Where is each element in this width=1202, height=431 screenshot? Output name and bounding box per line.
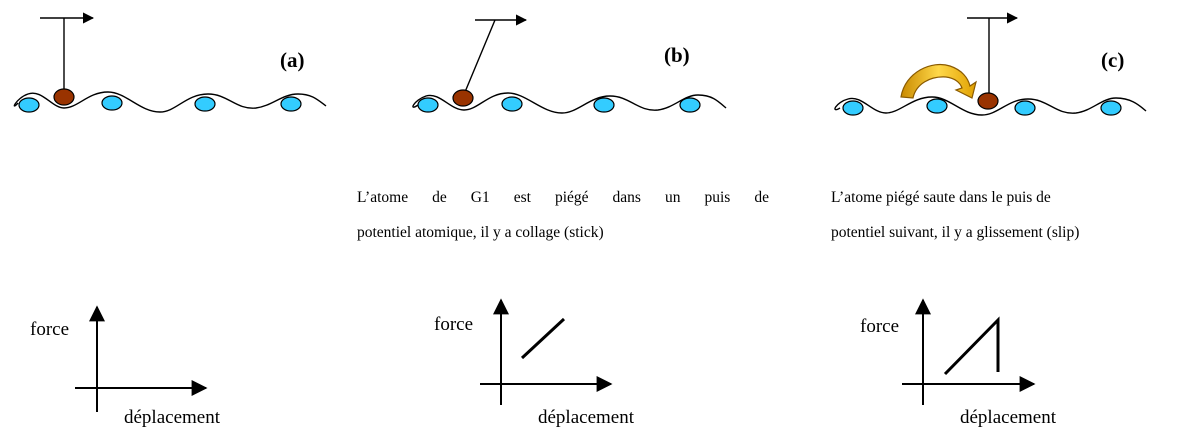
surface-atom	[927, 99, 947, 113]
surface-atom	[843, 101, 863, 115]
caption-line: potentiel atomique, il y a collage (stic…	[357, 215, 769, 250]
force-displacement-graph-b: force déplacement	[434, 300, 635, 428]
y-axis-label: force	[30, 319, 69, 340]
tip-atom	[54, 89, 74, 105]
caption-c: L’atome piégé saute dans le puis de pote…	[831, 180, 1201, 250]
jump-arrow-icon	[901, 64, 976, 98]
tip-atom	[453, 90, 473, 106]
panel-label: (b)	[664, 43, 690, 67]
surface-atom	[281, 97, 301, 111]
tip-atom	[978, 93, 998, 109]
surface-atom	[19, 98, 39, 112]
y-axis-label: force	[434, 314, 473, 335]
force-displacement-graph-a: force déplacement	[30, 307, 221, 428]
surface-atom	[195, 97, 215, 111]
x-axis-label: déplacement	[538, 407, 635, 428]
x-axis-label: déplacement	[124, 407, 221, 428]
force-curve-stick-slip	[945, 320, 998, 374]
surface-atom	[418, 98, 438, 112]
surface-atom	[502, 97, 522, 111]
panel-a: (a) force déplacement	[14, 18, 326, 428]
caption-line: L’atome piégé saute dans le puis de	[831, 180, 1201, 215]
caption-b: L’atome de G1 est piégé dans un puis de …	[357, 180, 769, 250]
surface-atom	[680, 98, 700, 112]
panel-label: (c)	[1101, 48, 1124, 72]
panel-label: (a)	[280, 48, 305, 72]
y-axis-label: force	[860, 316, 899, 337]
pulling-spring-a	[40, 18, 93, 90]
surface-atom	[1101, 101, 1121, 115]
caption-line: potentiel suivant, il y a glissement (sl…	[831, 215, 1201, 250]
surface-atom	[102, 96, 122, 110]
surface-atom	[594, 98, 614, 112]
caption-line: L’atome de G1 est piégé dans un puis de	[357, 180, 769, 215]
x-axis-label: déplacement	[960, 407, 1057, 428]
force-curve-stick	[522, 319, 564, 358]
pulling-spring-b	[465, 20, 526, 92]
force-displacement-graph-c: force déplacement	[860, 300, 1057, 428]
surface-atom	[1015, 101, 1035, 115]
